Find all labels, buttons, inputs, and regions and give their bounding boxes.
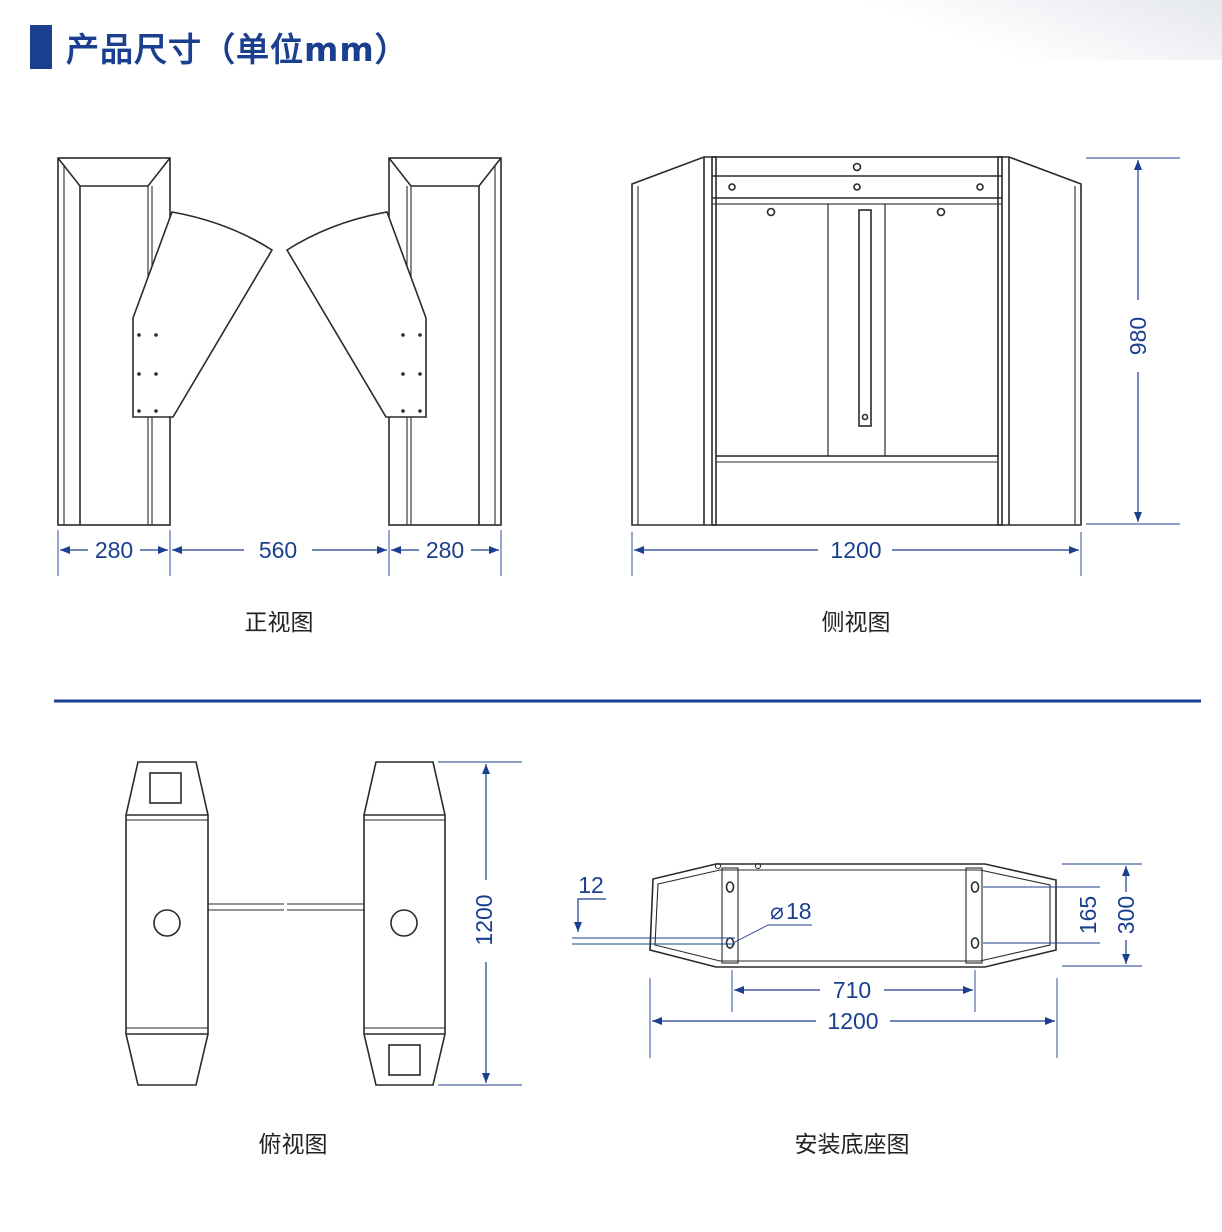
top-view-caption: 俯视图 (259, 1132, 328, 1158)
base-view-caption: 安装底座图 (795, 1132, 910, 1158)
side-height-label: 980 (1125, 317, 1151, 355)
front-dimensions: 280 560 280 (57, 530, 502, 576)
section-header: 产品尺寸（单位mm） (30, 24, 409, 70)
base-thickness-label: 12 (578, 872, 604, 898)
side-view-caption: 侧视图 (822, 610, 891, 636)
base-length-label: 1200 (827, 1008, 878, 1034)
corner-decoration (862, 0, 1222, 60)
base-view: 12 ⌀ 18 710 1200 165 300 (572, 862, 1142, 1158)
front-right-flap (285, 211, 427, 418)
header-accent-bar (30, 25, 52, 69)
top-right-unit (363, 761, 446, 1086)
base-hole-diameter-label: 18 (786, 898, 812, 924)
front-left-width-label: 280 (95, 537, 133, 563)
base-hole-pitch-label: 165 (1075, 896, 1101, 934)
top-dimensions: 1200 (438, 761, 522, 1086)
front-view: 280 560 280 正视图 (57, 157, 502, 636)
top-left-unit (125, 761, 209, 1086)
front-left-flap (132, 211, 274, 418)
side-width-label: 1200 (830, 537, 881, 563)
base-dimensions: 12 ⌀ 18 710 1200 165 300 (572, 863, 1142, 1058)
base-hole-diameter-symbol: ⌀ (770, 898, 784, 924)
side-dimensions: 1200 980 (631, 157, 1180, 576)
base-width-label: 300 (1113, 896, 1139, 934)
front-gap-label: 560 (259, 537, 297, 563)
base-hole-spacing-label: 710 (833, 977, 871, 1003)
page-title: 产品尺寸（单位mm） (66, 30, 409, 69)
top-length-label: 1200 (471, 894, 497, 945)
side-view: 1200 980 侧视图 (631, 156, 1180, 636)
front-view-caption: 正视图 (245, 610, 314, 636)
top-view: 1200 俯视图 (125, 761, 522, 1158)
front-right-width-label: 280 (426, 537, 464, 563)
